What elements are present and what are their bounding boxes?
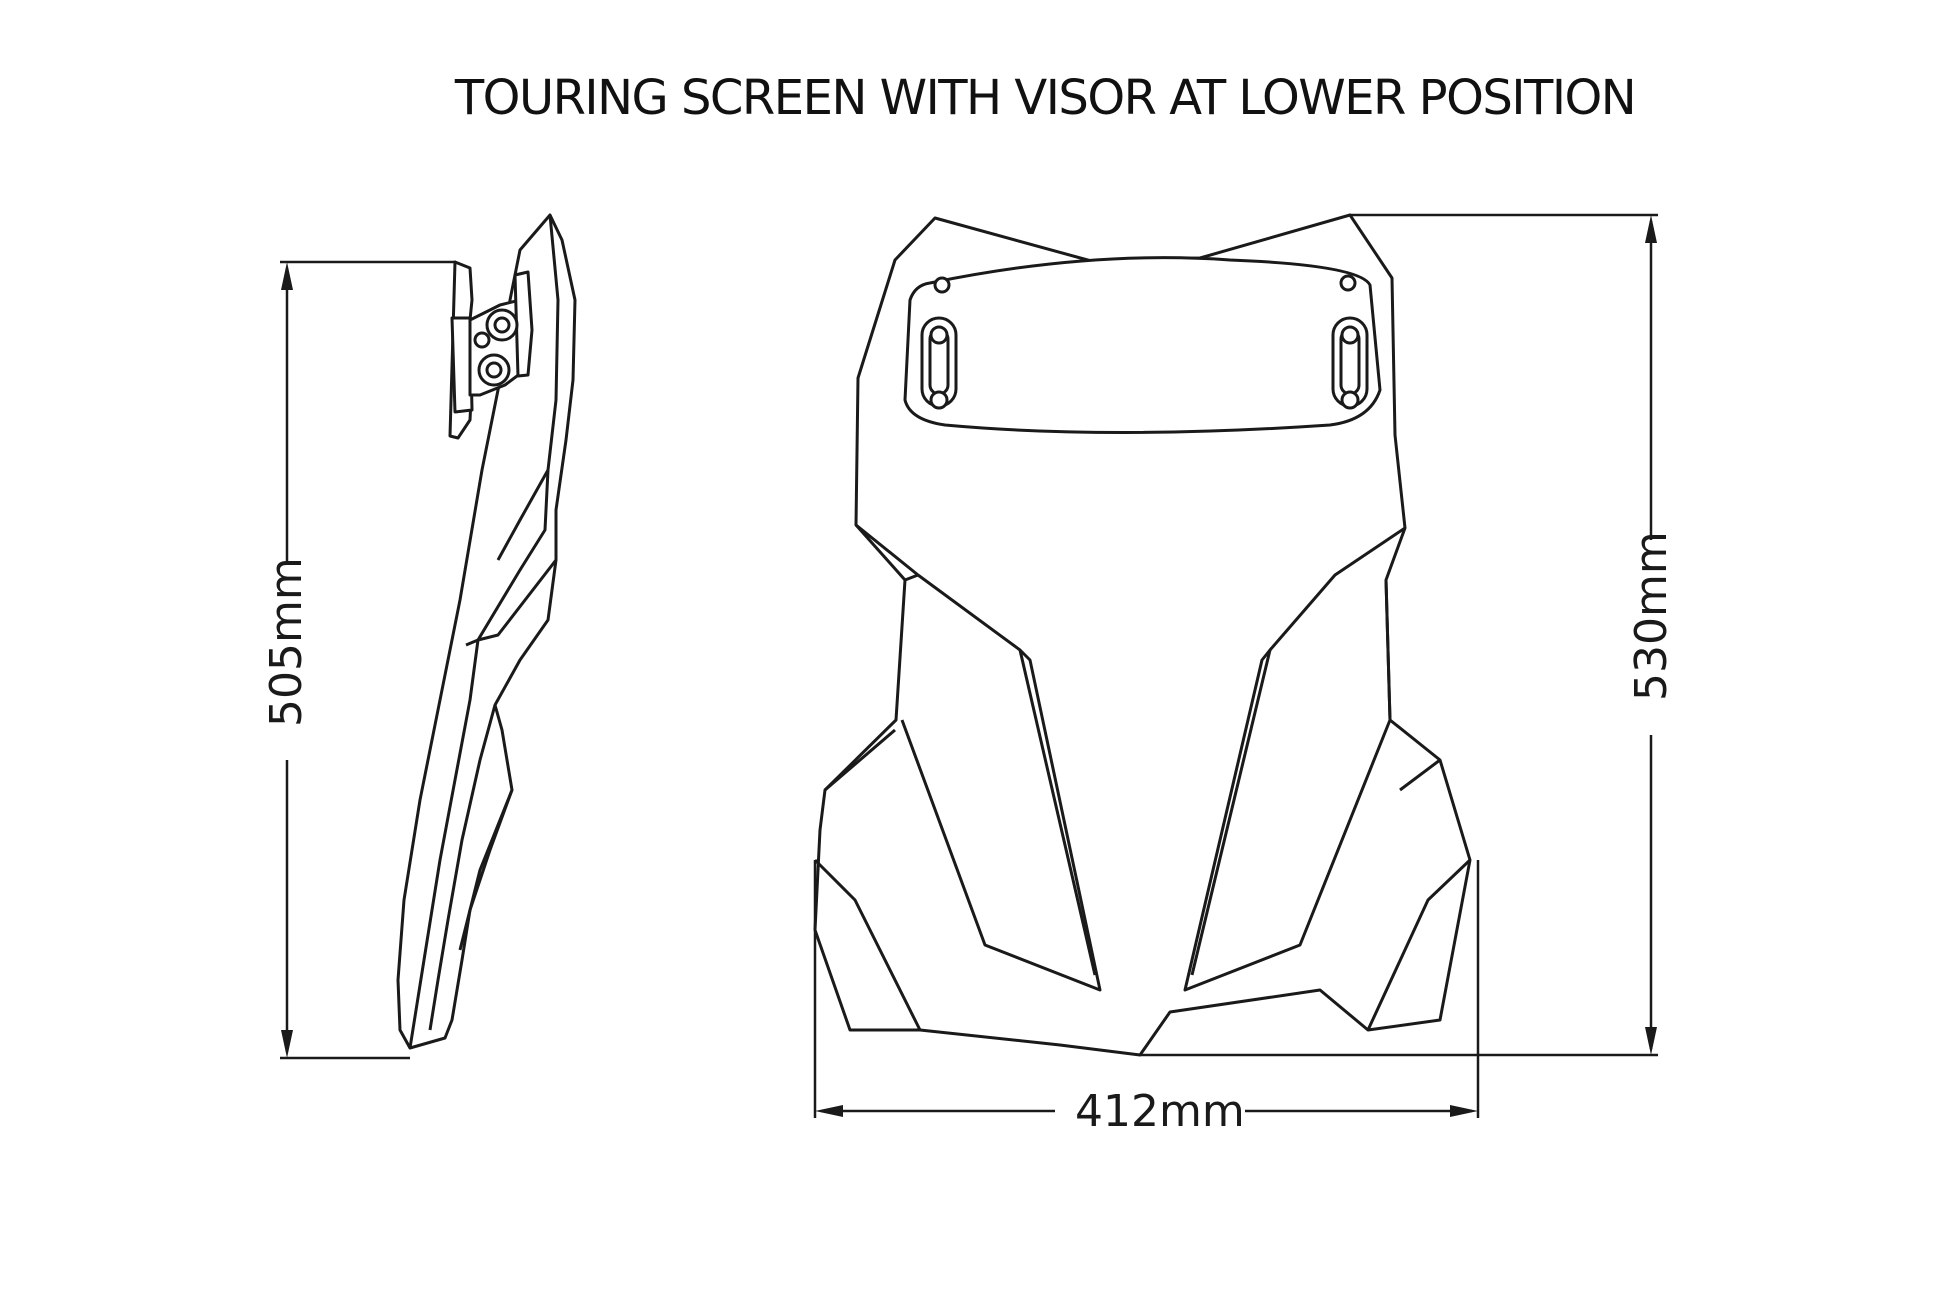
side-view-knob-small bbox=[473, 331, 491, 349]
arrowhead bbox=[281, 262, 293, 290]
side-view-inner-contour bbox=[458, 789, 514, 951]
side-view-knob bbox=[485, 308, 519, 342]
side-height-label: 505mm bbox=[261, 557, 312, 727]
side-view-mount-arm bbox=[513, 270, 534, 378]
visor-screw bbox=[1340, 325, 1360, 345]
front-view-facet-line bbox=[824, 728, 896, 792]
arrowhead bbox=[281, 1030, 293, 1058]
front-width-dimension bbox=[813, 860, 1480, 1118]
front-view-facet-line bbox=[904, 573, 919, 582]
visor-screw bbox=[933, 276, 951, 294]
side-view-knob-inner bbox=[493, 316, 511, 334]
visor-screw bbox=[929, 325, 949, 345]
side-view-inner-contour bbox=[408, 559, 558, 1049]
front-view-facet-line bbox=[813, 858, 922, 1031]
arrowhead bbox=[1645, 1027, 1657, 1055]
front-width-label: 412mm bbox=[1075, 1086, 1245, 1137]
side-view-inner-contour bbox=[496, 214, 560, 561]
front-view-facet-line bbox=[1384, 579, 1392, 721]
side-view-knob-inner bbox=[485, 361, 503, 379]
arrowhead bbox=[1450, 1105, 1478, 1117]
front-view-facet-line bbox=[1366, 858, 1472, 1031]
front-view-facet-line bbox=[1018, 649, 1097, 976]
side-view bbox=[396, 213, 577, 1050]
front-view-facet-line bbox=[1183, 526, 1406, 992]
front-view-facet-line bbox=[1190, 649, 1272, 976]
visor bbox=[903, 256, 1382, 434]
diagram-title: TOURING SCREEN WITH VISOR AT LOWER POSIT… bbox=[454, 70, 1637, 126]
front-view bbox=[813, 213, 1472, 1057]
side-height-dimension bbox=[280, 260, 456, 1060]
front-view-facet-line bbox=[1399, 758, 1441, 792]
side-view-inner-contour bbox=[465, 469, 550, 647]
side-view-screen-outline bbox=[396, 213, 577, 1050]
visor-screw bbox=[1340, 390, 1360, 410]
side-view-knob bbox=[477, 353, 511, 387]
arrowhead bbox=[815, 1105, 843, 1117]
arrowhead bbox=[1645, 215, 1657, 243]
visor-screw bbox=[1339, 274, 1357, 292]
side-view-visor-plate bbox=[450, 316, 474, 414]
front-height-label: 530mm bbox=[1626, 531, 1677, 701]
side-view-inner-contour bbox=[428, 704, 497, 1031]
visor-screw bbox=[929, 390, 949, 410]
front-height-dimension bbox=[1140, 213, 1658, 1057]
